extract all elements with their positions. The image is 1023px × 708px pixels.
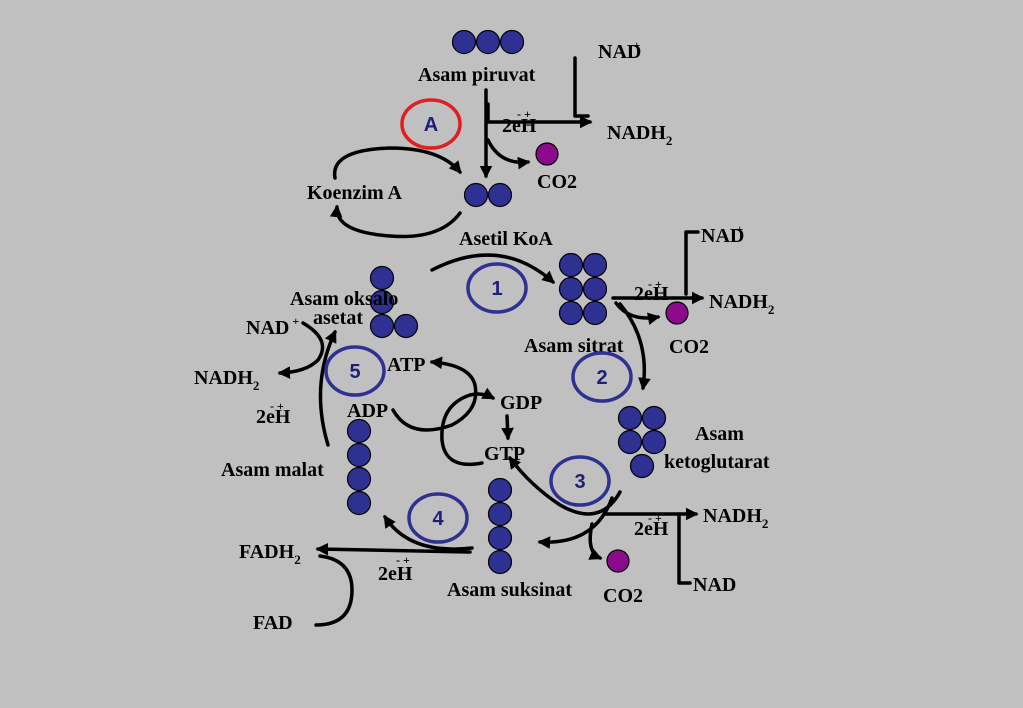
adp-label: ADP [347, 400, 388, 422]
fad-to-fadh2-curve [314, 554, 354, 627]
step-5-ring [324, 345, 386, 397]
adp-to-atp-arrow [391, 356, 478, 432]
ketoglutarate-label-line2: ketoglutarat [664, 451, 770, 473]
co2-top-arrow [486, 138, 531, 170]
co2-right-molecule [665, 301, 689, 325]
pyruvate-molecule [451, 29, 525, 55]
nadh2-top-label: NADH2 [607, 122, 672, 148]
co2-top-label: CO2 [537, 171, 577, 193]
step-2-ring [571, 351, 633, 403]
co2-lower-molecule [606, 549, 630, 573]
step-3-ring [549, 455, 611, 507]
gtp-label: GTP [484, 443, 525, 465]
succinate-molecule [487, 477, 513, 575]
step-1-ring [466, 262, 528, 314]
nadh2-right-label: NADH2 [709, 291, 774, 317]
nad-lower-label: NAD [693, 574, 736, 596]
oxaloacetate-label-line2: asetat [313, 307, 363, 329]
step-4-label: 4 [432, 508, 444, 530]
nad-right-label: NAD+ [701, 222, 744, 247]
nad-lower-bracket [677, 512, 692, 585]
step-3-arrow [537, 496, 614, 549]
malate-molecule [346, 418, 372, 516]
gdp-label: GDP [500, 392, 542, 414]
step-2-label: 2 [596, 367, 607, 389]
co2-top-molecule [535, 142, 559, 166]
step-1-label: 1 [491, 278, 502, 300]
acetyl-coa-label: Asetil KoA [459, 228, 553, 250]
electrons-top-label: 2eH [502, 115, 537, 137]
nad-left-label: NAD+ [246, 314, 299, 339]
electrons-left-label: 2eH [256, 406, 291, 428]
ketoglutarate-molecule [617, 405, 667, 479]
nad-top-bracket [573, 56, 590, 118]
nadh2-left-label: NADH2 [194, 367, 259, 393]
electrons-fad-charges: - + [396, 553, 410, 567]
step-2-arrow [618, 302, 651, 391]
nadh2-lower-label: NADH2 [703, 505, 768, 531]
co2-lower-label: CO2 [603, 585, 643, 607]
fadh2-label: FADH2 [239, 541, 301, 567]
electrons-top-charges: - + [517, 107, 531, 121]
citrate-molecule [558, 252, 608, 326]
malate-label: Asam malat [221, 459, 324, 481]
ketoglutarate-label-line1: Asam [695, 423, 744, 445]
electrons-left-charges: - + [270, 399, 284, 413]
fad-label: FAD [253, 612, 293, 634]
nadh2-top-arrow [486, 102, 593, 129]
oxaloacetate-label-line1: Asam oksalo [290, 288, 398, 310]
step-a-ring [400, 98, 462, 150]
step-3-label: 3 [574, 471, 585, 493]
pyruvate-label: Asam piruvat [418, 64, 536, 86]
step-5-label: 5 [349, 361, 360, 383]
acetyl-molecule [463, 182, 513, 208]
electrons-lower-label: 2eH [634, 518, 669, 540]
step-5-arrow [318, 329, 337, 447]
co2-right-arrow [614, 301, 661, 325]
coenzyme-a-upper-arrow [332, 146, 462, 180]
gdp-to-gtp-arrow [501, 414, 514, 441]
coenzyme-a-label: Koenzim A [307, 182, 403, 204]
electrons-lower-charges: - + [648, 511, 662, 525]
nadh2-left-arrow [277, 321, 325, 379]
oxaloacetate-molecule [369, 265, 419, 339]
atp-label: ATP [387, 354, 426, 376]
co2-lower-arrow [588, 522, 603, 560]
gtp-gdp-cycle-arrow [440, 387, 496, 466]
electrons-fad-label: 2eH [378, 563, 413, 585]
electrons-right-label: 2eH [634, 283, 669, 305]
co2-right-label: CO2 [669, 336, 709, 358]
coenzyme-a-lower-arrow [329, 204, 462, 239]
nad-top-label: NAD+ [598, 38, 641, 63]
step-a-label: A [424, 114, 438, 136]
step-1-arrow [430, 253, 555, 284]
fadh2-arrow [315, 542, 472, 556]
electrons-right-charges: - + [648, 277, 662, 291]
step-4-ring [407, 492, 469, 544]
succinate-label: Asam suksinat [447, 579, 572, 601]
step-4-arrow [383, 514, 474, 551]
nad-right-bracket [684, 230, 700, 296]
